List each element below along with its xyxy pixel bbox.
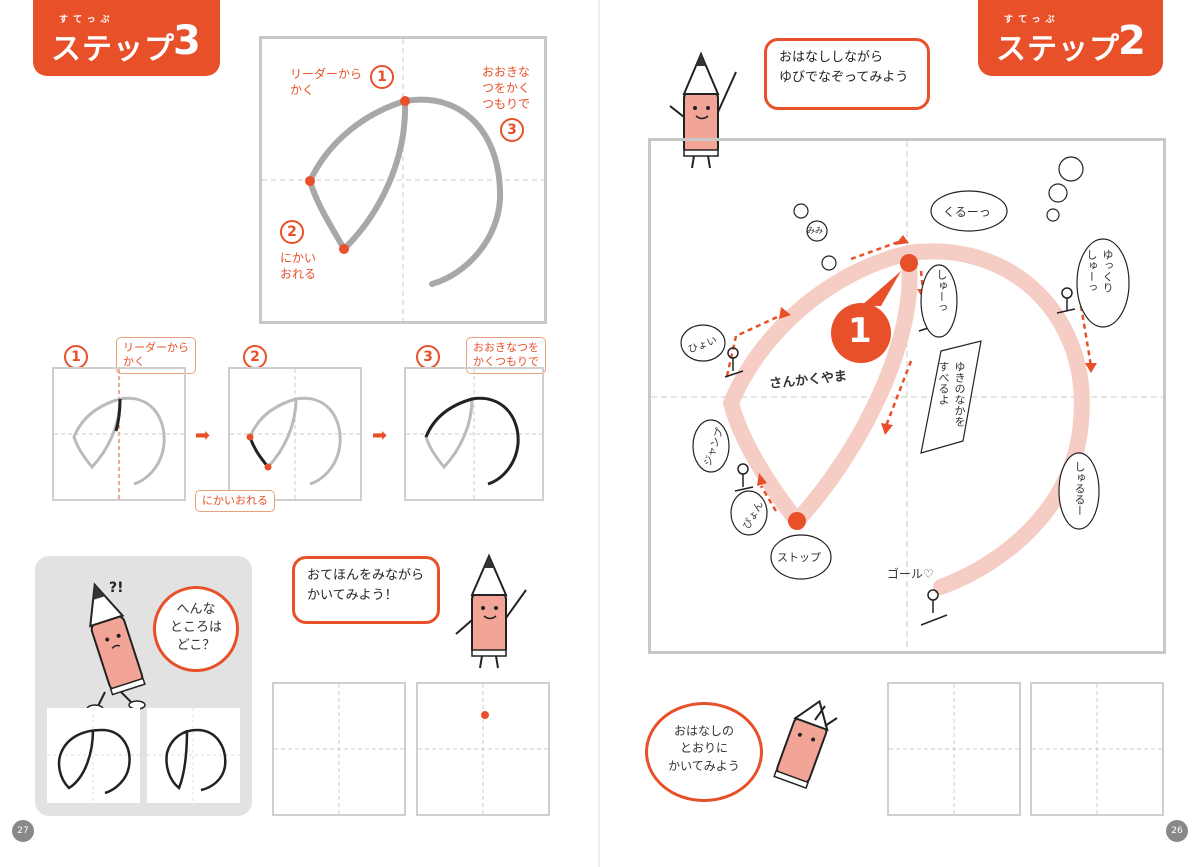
arrow-right-icon: ➡ [195, 425, 211, 446]
practice-box-right-1[interactable] [887, 682, 1021, 816]
story-turn-point [788, 512, 806, 530]
kuruutsu-oval [930, 190, 1008, 232]
label-mimi: みみ [807, 226, 823, 235]
mini-circle-3: 3 [416, 345, 440, 369]
practice-grid-svg [1032, 684, 1162, 814]
mini-tag-2: にかいおれる [195, 490, 275, 513]
story-trace-svg [651, 141, 1163, 651]
step2-word: ステップ [996, 32, 1120, 67]
step3-ruby: すてっぷ [59, 15, 115, 25]
step3-number: 3 [173, 18, 201, 64]
big-stroke-svg [262, 39, 544, 321]
step3-word: ステップ [51, 32, 175, 67]
step2-tab: すてっぷ ステップ 2 [978, 0, 1163, 76]
stroke-point-bottom [339, 244, 349, 254]
exclaim-mark: ?! [109, 580, 124, 596]
page-gutter [598, 0, 600, 867]
mini-box-2 [228, 367, 362, 501]
big-circle-3: 3 [500, 118, 524, 142]
label-shuutsu: しゅーっ [935, 269, 948, 313]
label-kuruutsu: くるーっ [943, 205, 991, 219]
label-goal: ゴール♡ [887, 567, 934, 581]
shuruuru-oval [1058, 452, 1100, 530]
big-label-2: にかい おれる [280, 251, 317, 282]
step3-tab: すてっぷ ステップ 3 [33, 0, 220, 76]
bad-example-2-svg [147, 708, 240, 803]
pencil-waving-icon [455, 553, 527, 669]
story-start-point [900, 254, 918, 272]
label-yuki: ゆきのなかを すべるよ [937, 361, 966, 427]
mini-circle-1: 1 [64, 345, 88, 369]
no-stroke-path [306, 96, 504, 287]
practice-grid-svg [889, 684, 1019, 814]
mistake-panel: ?! へんな ところは どこ？ [35, 556, 252, 816]
practice-bubble: おてほんをみながら かいてみよう！ [292, 556, 440, 624]
jump-oval [692, 419, 730, 473]
yukkuri-oval [1076, 238, 1130, 328]
follow-story-bubble: おはなしの とおりに かいてみよう [645, 702, 763, 802]
start-number: 1 [848, 311, 872, 351]
big-stroke-box [259, 36, 547, 324]
yuki-panel [920, 340, 982, 454]
label-shuruuru: しゅるるー [1073, 461, 1086, 516]
label-stop: ストップ [777, 551, 821, 564]
label-yukkuri: ゆっくり しゅーっ [1085, 249, 1114, 293]
big-circle-2: 2 [280, 220, 304, 244]
trace-instruction-bubble: おはなししながら ゆびでなぞってみよう [764, 38, 930, 110]
mini-box-1 [52, 367, 186, 501]
arrow-right-icon: ➡ [372, 425, 388, 446]
practice-box-left-1[interactable] [272, 682, 406, 816]
story-no-path [723, 243, 1090, 595]
pyon-oval [730, 490, 768, 536]
practice-box-right-2[interactable] [1030, 682, 1164, 816]
question-bubble: へんな ところは どこ？ [153, 586, 239, 672]
page-number-right: 26 [1166, 820, 1188, 842]
practice-grid-svg [274, 684, 404, 814]
step2-ruby: すてっぷ [1004, 15, 1060, 25]
mini-box-2-svg [230, 369, 360, 499]
big-label-1: リーダーから かく [290, 67, 363, 98]
stop-oval [770, 534, 832, 580]
mini-box-1-svg [54, 369, 184, 499]
big-label-3: おおきな つをかく つもりで [482, 65, 531, 112]
hyoi-oval [680, 324, 726, 362]
stroke-point-start [400, 96, 410, 106]
practice-box-left-2[interactable] [416, 682, 550, 816]
mini-box-3-svg [406, 369, 542, 499]
mini-box-3 [404, 367, 544, 501]
bad-example-1-svg [47, 708, 140, 803]
stroke-point-left [305, 176, 315, 186]
pencil-upside-down-icon [773, 700, 838, 790]
mini-circle-2: 2 [243, 345, 267, 369]
shuutsu-oval [920, 264, 958, 338]
bad-example-1 [47, 708, 140, 803]
page-number-left: 27 [12, 820, 34, 842]
start-number-circle [831, 303, 891, 363]
big-circle-1: 1 [370, 65, 394, 89]
step2-number: 2 [1118, 18, 1146, 64]
bad-example-2 [147, 708, 240, 803]
practice-grid-svg [418, 684, 548, 814]
story-trace-box: 1 さんかくやま くるーっ ひょい ジャンプ ぴょん ストップ しゅーっ ゆっく… [648, 138, 1166, 654]
